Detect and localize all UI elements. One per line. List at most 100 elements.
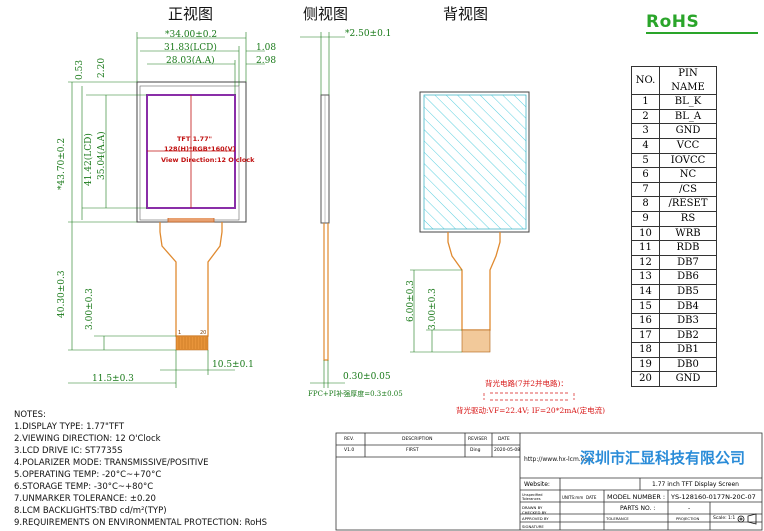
back-view-title: 背视图 — [443, 5, 489, 23]
pin-number: 15 — [631, 298, 660, 315]
back-fpc — [447, 232, 501, 331]
tb-signature-label: SIGNATURE — [522, 524, 544, 529]
tb-date-short: DATE — [586, 495, 597, 500]
note-item: 9.REQUIREMENTS ON ENVIRONMENTAL PROTECTI… — [14, 518, 268, 528]
pin-name: GND — [659, 371, 717, 388]
pin-number: 17 — [631, 327, 660, 344]
rohs-logo: RoHS — [646, 12, 758, 34]
back-hatched-plate — [423, 94, 527, 230]
tb-website-label: Website: — [524, 481, 550, 488]
dim-side-thickness: *2.50±0.1 — [345, 29, 392, 39]
dim-lcd-height: 41.42(LCD) — [84, 133, 94, 186]
notes-list: 1.DISPLAY TYPE: 1.77"TFT 2.VIEWING DIRECT… — [14, 422, 267, 530]
pin-number: 16 — [631, 313, 660, 329]
tb-projection-label: PROJECTION — [676, 516, 700, 521]
pin-number: 8 — [631, 196, 660, 212]
pin-name: NC — [659, 167, 717, 183]
pin-number: 4 — [631, 137, 660, 154]
dim-right-offset-2: 2.98 — [256, 56, 277, 66]
dim-right-offset-1: 1.08 — [256, 43, 277, 53]
pin-table-header-name: PIN NAME — [659, 65, 717, 96]
tb-company: 深圳市汇显科技有限公司 — [580, 449, 746, 467]
title-block-frame — [335, 432, 763, 531]
pin-name: DB5 — [659, 283, 717, 300]
tb-tolerance-label: TOLERANCE — [606, 516, 629, 521]
note-item: 1.DISPLAY TYPE: 1.77"TFT — [14, 422, 125, 432]
back-dimension-lines — [410, 269, 462, 353]
tb-desc-label: DESCRIPTION — [402, 437, 433, 442]
pin-name: DB1 — [659, 342, 717, 358]
lcd-text-line1: TFT 1.77" — [177, 135, 212, 143]
dim-lcd-width: 31.83(LCD) — [164, 43, 217, 53]
rohs-logo-text: RoHS — [646, 12, 700, 32]
side-dimension-lines — [300, 32, 345, 388]
tb-url[interactable]: http://www.hx-lcm.com — [524, 456, 594, 463]
dim-fpc-left: 11.5±0.3 — [92, 374, 134, 384]
tb-checked-label: CHECKED BY — [522, 510, 547, 515]
dim-top-offset-1: 0.53 — [75, 59, 85, 80]
dim-overall-width: *34.00±0.2 — [165, 30, 218, 40]
note-item: 6.STORAGE TEMP: -30°C~+80°C — [14, 482, 154, 492]
tb-date-label: DATE — [498, 437, 510, 442]
dim-fpc-length: 40.30±0.3 — [57, 270, 67, 318]
dim-side-fpc: 0.30±0.05 — [343, 372, 391, 382]
pin-name: /RESET — [659, 196, 717, 212]
tb-rev-value: V1.0 — [344, 448, 355, 453]
tb-proportion-label: Unspecified Tolerances — [522, 493, 543, 501]
pin-name: DB7 — [659, 254, 717, 271]
front-fpc-fingers — [178, 337, 207, 349]
note-item: 3.LCD DRIVE IC: ST7735S — [14, 446, 123, 456]
dim-overall-height: *43.70±0.2 — [57, 137, 67, 190]
tb-drawn-label: DRAWN BY — [522, 505, 543, 510]
pin-name: DB6 — [659, 269, 717, 285]
front-dimension-lines — [68, 32, 265, 388]
pin-name: IOVCC — [659, 152, 717, 169]
backlight-circuit-title: 背光电路(7并2并电路)： — [485, 379, 568, 388]
dim-aa-height: 35.04(A.A) — [97, 131, 107, 180]
tb-date-value: 2020-05-08 — [494, 448, 521, 453]
notes-title: NOTES: — [14, 410, 46, 420]
tb-approved-label: APPROVED BY — [522, 516, 549, 521]
pin-number: 12 — [631, 254, 660, 271]
lcd-text-line3: View Direction:12 O'clock — [161, 156, 255, 164]
pin-number: 7 — [631, 181, 660, 198]
tb-model-value: YS-128160-0177N-20C-07 — [671, 493, 756, 501]
dim-fpc-offset: 3.00±0.3 — [85, 288, 95, 330]
note-item: 4.POLARIZER MODE: TRANSMISSIVE/POSITIVE — [14, 458, 209, 468]
tb-rev-label: REV. — [344, 437, 354, 442]
pin-number: 6 — [631, 167, 660, 183]
note-item: 2.VIEWING DIRECTION: 12 O'Clock — [14, 434, 161, 444]
pin-number: 9 — [631, 210, 660, 227]
pin-name: RDB — [659, 240, 717, 256]
pin-name: GND — [659, 123, 717, 139]
tb-product: 1.77 inch TFT Display Screen — [652, 481, 739, 488]
pin-name: WRB — [659, 225, 717, 242]
dim-fpc-width: 10.5±0.1 — [212, 360, 254, 370]
tb-parts-value: - — [688, 505, 691, 512]
front-lcd-outline — [139, 85, 240, 221]
pin-number: 19 — [631, 356, 660, 373]
tb-scale: Scale: 1:1 — [713, 516, 736, 521]
pin-table-header: NO. PIN NAME — [631, 65, 717, 96]
pin-number: 5 — [631, 152, 660, 169]
dim-top-offset-2: 2.20 — [97, 57, 107, 78]
pin-name: DB2 — [659, 327, 717, 344]
tb-reviser-value: Ding — [470, 448, 481, 453]
pin-name: DB3 — [659, 313, 717, 329]
side-view-title: 侧视图 — [303, 5, 349, 23]
